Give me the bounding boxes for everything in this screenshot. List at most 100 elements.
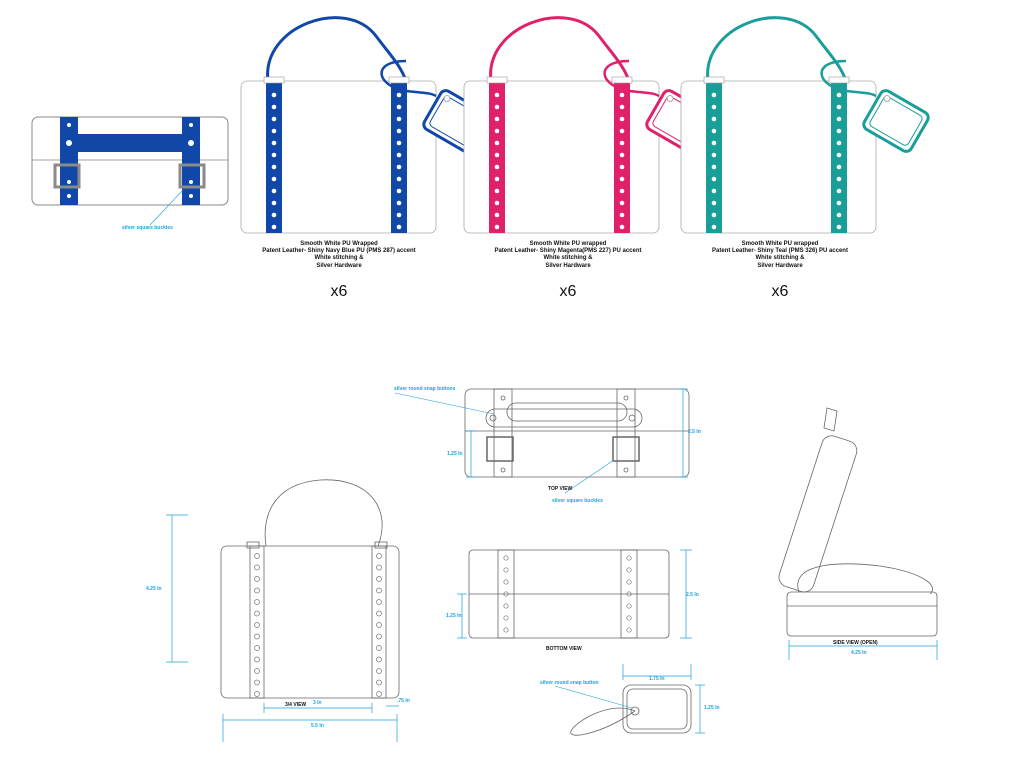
square-buckles-note: silver square buckles bbox=[552, 498, 603, 504]
stud bbox=[711, 152, 717, 158]
stud bbox=[254, 587, 260, 594]
stud bbox=[836, 128, 842, 134]
stud bbox=[836, 116, 842, 122]
stud bbox=[376, 599, 382, 605]
stud bbox=[376, 668, 382, 674]
tag-snap-note: silver round snap button bbox=[540, 680, 599, 686]
stud bbox=[619, 212, 625, 218]
stud bbox=[711, 164, 717, 170]
stud bbox=[396, 116, 402, 122]
stud bbox=[396, 128, 402, 134]
hinge bbox=[703, 76, 725, 84]
stud bbox=[271, 200, 277, 206]
caption-line: White stitching & bbox=[543, 255, 593, 262]
stud bbox=[254, 679, 260, 686]
stud bbox=[271, 140, 277, 146]
dim-tag-width: 1.75 In bbox=[649, 676, 665, 682]
dim-bottom-depth: 2.5 In bbox=[686, 592, 699, 598]
stud bbox=[376, 633, 382, 640]
hinge bbox=[388, 76, 410, 84]
bag-body bbox=[680, 80, 877, 234]
dim-top-lid: 1.25 In bbox=[447, 451, 463, 457]
bag-variant-magenta bbox=[463, 16, 713, 234]
stud bbox=[711, 128, 717, 134]
stud bbox=[396, 152, 402, 158]
stud bbox=[396, 164, 402, 170]
dim-tq-edge: .75 In bbox=[397, 698, 410, 704]
quantity-label: x6 bbox=[559, 283, 577, 300]
stud bbox=[836, 92, 842, 98]
stud bbox=[503, 615, 509, 621]
stud bbox=[254, 553, 260, 559]
stud bbox=[503, 579, 509, 585]
stud bbox=[836, 212, 842, 218]
bag-handle bbox=[266, 16, 408, 82]
stud bbox=[619, 140, 625, 146]
square-buckle-icon bbox=[53, 163, 81, 189]
stud bbox=[396, 92, 402, 98]
stud bbox=[376, 656, 382, 663]
stud bbox=[619, 116, 625, 122]
caption-line: White stitching & bbox=[755, 255, 805, 262]
dim-tag-height: 1.25 In bbox=[704, 705, 720, 711]
stud bbox=[254, 622, 260, 628]
stud bbox=[711, 104, 717, 110]
stud bbox=[271, 128, 277, 134]
bottom-stud-row bbox=[503, 555, 632, 633]
bottom-view-label: BOTTOM VIEW bbox=[546, 646, 582, 652]
stud bbox=[494, 176, 500, 182]
stud bbox=[494, 128, 500, 134]
stud bbox=[626, 567, 632, 573]
stud bbox=[503, 555, 509, 561]
hinge bbox=[486, 76, 508, 84]
stud bbox=[376, 553, 382, 559]
stud bbox=[396, 188, 402, 194]
three-quarter-view-drawing bbox=[220, 479, 400, 699]
bag-variant-teal bbox=[680, 16, 930, 234]
stud bbox=[619, 92, 625, 98]
luggage-tag bbox=[862, 89, 930, 153]
side-view-open-drawing bbox=[778, 407, 938, 637]
stud bbox=[271, 116, 277, 122]
stud bbox=[494, 212, 500, 218]
caption-line: Smooth White PU wrapped bbox=[529, 241, 607, 247]
snap-buttons-note: silver round snap buttons bbox=[394, 386, 456, 392]
quantity-label: x6 bbox=[771, 283, 789, 300]
stud bbox=[836, 104, 842, 110]
stud bbox=[376, 610, 382, 617]
stud bbox=[254, 645, 260, 651]
top-view-drawing bbox=[464, 388, 690, 478]
stud bbox=[619, 164, 625, 170]
dim-top-depth: 2.5 In bbox=[688, 429, 701, 435]
stud bbox=[626, 603, 632, 609]
stud bbox=[626, 627, 632, 633]
stud bbox=[494, 116, 500, 122]
caption-line: Smooth White PU wrapped bbox=[741, 241, 819, 247]
dim-tq-width: 5.5 In bbox=[311, 723, 324, 729]
stud bbox=[494, 104, 500, 110]
stud bbox=[836, 224, 842, 230]
stud bbox=[711, 200, 717, 206]
stud bbox=[376, 564, 382, 571]
quantity-label: x6 bbox=[330, 283, 348, 300]
stud bbox=[494, 200, 500, 206]
stud bbox=[396, 200, 402, 206]
hinge bbox=[611, 76, 633, 84]
caption-line: Silver Hardware bbox=[316, 262, 362, 269]
stud bbox=[376, 576, 382, 582]
stud bbox=[494, 152, 500, 158]
stud bbox=[271, 188, 277, 194]
stud bbox=[376, 587, 382, 594]
stud bbox=[619, 176, 625, 182]
caption-line: Silver Hardware bbox=[757, 262, 803, 269]
stud bbox=[619, 188, 625, 194]
square-buckle-icon bbox=[178, 163, 206, 189]
stud bbox=[836, 152, 842, 158]
stud bbox=[396, 224, 402, 230]
stud bbox=[619, 152, 625, 158]
stud bbox=[271, 152, 277, 158]
stud bbox=[271, 104, 277, 110]
three-quarter-view-label: 3/4 VIEW bbox=[285, 702, 307, 708]
